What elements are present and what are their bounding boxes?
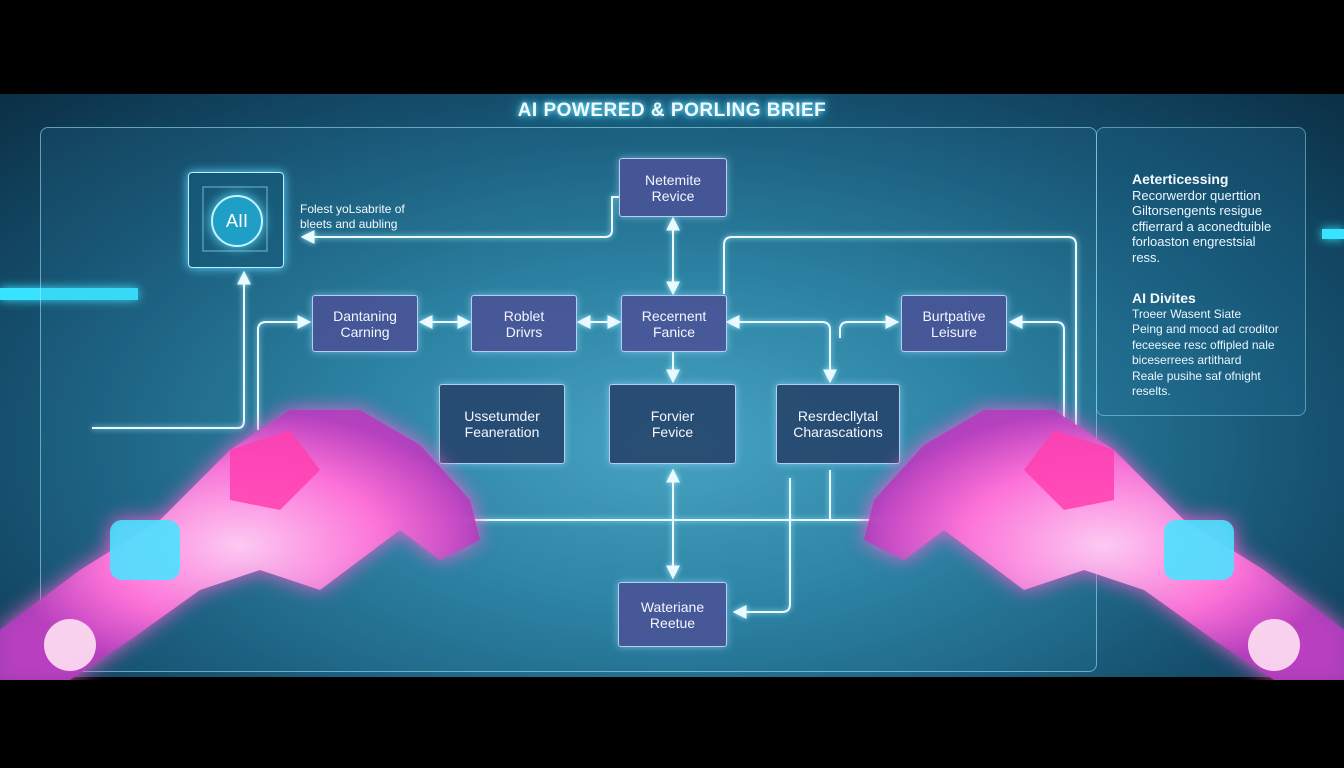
node-label: Roblet [503,307,545,324]
node-label: Carning [340,323,390,340]
panel-line: Reale pusihe saf ofnight [1132,368,1261,383]
connector-left-branch [257,315,312,430]
node-netemite-revice[interactable]: Netemite Revice [619,158,727,217]
panel-line: ress. [1132,249,1161,265]
panel-section-2: AI Divites Troeer Wasent Siate Peing and… [1132,290,1279,400]
note-line: Folest yoLsabrite of [300,202,405,216]
connector-center-right-loop [725,315,837,384]
node-label: Revice [651,187,695,204]
connector-ai-to-left [92,270,251,429]
node-label: Reetue [649,614,696,631]
panel-line: forloaston engrestsial [1132,234,1256,249]
node-label: Fanice [652,323,696,340]
node-label: Recernent [641,307,707,324]
ai-crosshair-icon [202,186,268,252]
node-dantaning-carning[interactable]: Dantaning Carning [312,295,418,352]
node-roblet-drivrs[interactable]: Roblet Drivrs [471,295,577,352]
connector-right-out [1008,315,1065,420]
letterbox-bottom [0,677,1344,768]
panel-line: reselts. [1132,384,1171,398]
letterbox-top [0,0,1344,94]
connector-top-to-note [300,196,619,244]
node-label: Resrdecllytal [797,408,879,424]
node-label: Dantaning [333,307,397,324]
node-label: Charascations [793,424,883,440]
node-forvier-fevice[interactable]: Forvier Fevice [609,384,736,464]
panel-line: Troeer Wasent Siate [1132,306,1242,321]
node-label: Feaneration [464,424,540,440]
node-recernent-fanice[interactable]: Recernent Fanice [621,295,727,352]
ai-badge: AII [211,195,263,247]
node-ussetumder-feaneration[interactable]: Ussetumder Feaneration [439,384,565,464]
note-text: Folest yoLsabrite of bleets and aubling [300,202,405,232]
node-label: Ussetumder [464,408,540,424]
node-label: Wateriane [640,598,705,615]
connector-outer-loop [723,236,1077,425]
page-title: AI POWERED & PORLING BRIEF [517,100,827,121]
accent-strip-right [1322,229,1344,239]
node-label: Fevice [651,424,694,440]
panel-line: Giltorsengents resigue [1132,203,1263,218]
node-label: Forvier [650,408,695,424]
note-line: bleets and aubling [300,217,398,231]
connector-right-in [839,315,900,338]
panel-section-1: Aeterticessing Recorwerdor querttion Gil… [1132,171,1272,265]
node-label: Burtpative [922,307,986,324]
accent-strip-left [0,288,138,300]
node-label: Leisure [931,323,977,340]
panel-line: biceserrees artithard [1132,353,1242,367]
robot-hand-left-icon [0,410,480,680]
panel-line: cffierrard a aconedtuible [1132,218,1272,234]
panel-line: Recorwerdor querttion [1132,187,1261,203]
node-wateriane-reetue[interactable]: Wateriane Reetue [618,582,727,647]
panel-section-1-title: Aeterticessing [1132,171,1229,187]
panel-line: feceesee resc offipled nale [1132,337,1275,352]
node-label: Drivrs [505,323,543,340]
node-resrdecllytal-charascations[interactable]: Resrdecllytal Charascations [776,384,900,464]
node-burtpative-leisure[interactable]: Burtpative Leisure [901,295,1007,352]
node-label: Netemite [644,171,702,188]
side-panel [1096,127,1306,416]
panel-line: Peing and mocd ad croditor [1132,322,1279,336]
connector-resr-bottom [734,470,831,612]
robot-hand-right-icon [864,410,1344,680]
panel-section-2-title: AI Divites [1132,290,1196,306]
ai-badge-box: AII [188,172,284,268]
